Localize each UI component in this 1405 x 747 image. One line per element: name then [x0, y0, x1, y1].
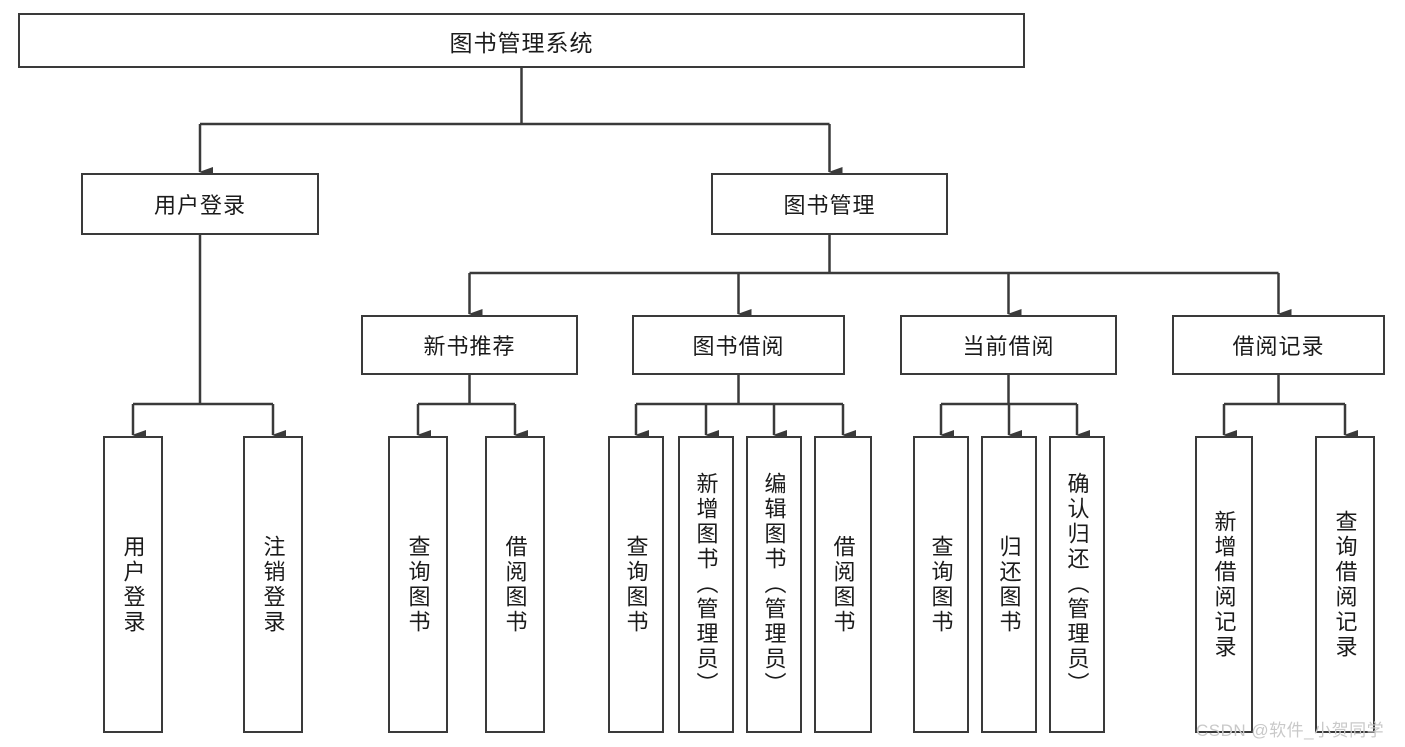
node-bw_query[interactable]: 查询图书 — [608, 436, 664, 733]
node-records[interactable]: 借阅记录 — [1172, 315, 1385, 375]
node-label: 查询图书 — [623, 534, 649, 635]
node-label: 借阅图书 — [830, 534, 856, 635]
node-bw_add[interactable]: 新增图书（管理员） — [678, 436, 734, 733]
node-label: 确认归还（管理员） — [1064, 472, 1090, 697]
node-label: 用户登录 — [120, 534, 146, 635]
node-label: 借阅记录 — [1232, 334, 1325, 359]
node-cb_query[interactable]: 查询图书 — [913, 436, 969, 733]
node-label: 新书推荐 — [423, 334, 516, 359]
node-label: 查询图书 — [405, 534, 431, 635]
node-cb_return[interactable]: 归还图书 — [981, 436, 1037, 733]
node-nb_query[interactable]: 查询图书 — [388, 436, 448, 733]
node-bw_edit[interactable]: 编辑图书（管理员） — [746, 436, 802, 733]
node-login[interactable]: 用户登录 — [81, 173, 319, 235]
node-newbook[interactable]: 新书推荐 — [361, 315, 578, 375]
node-label: 图书管理 — [783, 193, 876, 218]
node-label: 编辑图书（管理员） — [761, 472, 787, 697]
node-bw_borrow[interactable]: 借阅图书 — [814, 436, 872, 733]
node-label: 查询图书 — [928, 534, 954, 635]
node-rc_query[interactable]: 查询借阅记录 — [1315, 436, 1375, 733]
node-label: 查询借阅记录 — [1332, 509, 1358, 660]
node-nb_borrow[interactable]: 借阅图书 — [485, 436, 545, 733]
node-label: 图书借阅 — [692, 334, 785, 359]
node-label: 归还图书 — [996, 534, 1022, 635]
node-label: 图书管理系统 — [449, 29, 594, 56]
node-label: 新增借阅记录 — [1211, 509, 1237, 660]
node-login_out[interactable]: 注销登录 — [243, 436, 303, 733]
node-label: 注销登录 — [260, 534, 286, 635]
node-label: 用户登录 — [153, 193, 246, 218]
node-login_in[interactable]: 用户登录 — [103, 436, 163, 733]
node-label: 借阅图书 — [502, 534, 528, 635]
node-root[interactable]: 图书管理系统 — [18, 13, 1025, 68]
node-rc_add[interactable]: 新增借阅记录 — [1195, 436, 1253, 733]
node-cb_confirm[interactable]: 确认归还（管理员） — [1049, 436, 1105, 733]
node-borrow[interactable]: 图书借阅 — [632, 315, 845, 375]
node-label: 新增图书（管理员） — [693, 472, 719, 697]
node-bookmgmt[interactable]: 图书管理 — [711, 173, 948, 235]
node-current[interactable]: 当前借阅 — [900, 315, 1117, 375]
node-label: 当前借阅 — [962, 334, 1055, 359]
